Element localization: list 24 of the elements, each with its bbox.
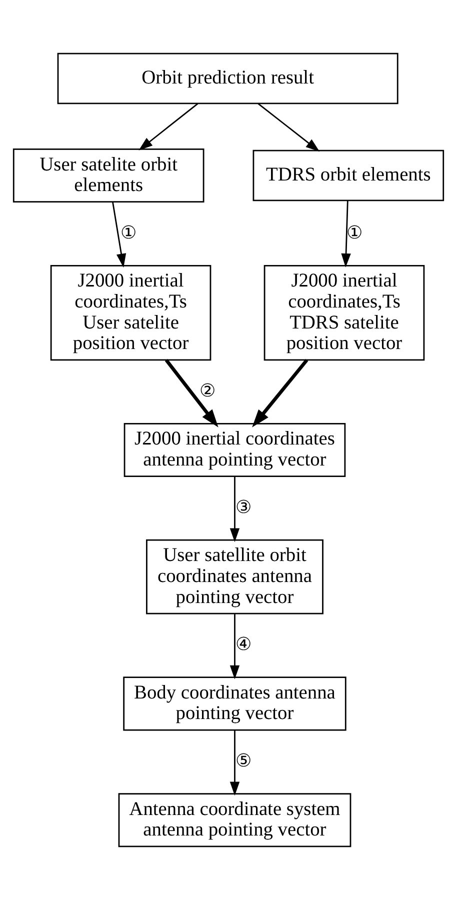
node-box: Body coordinates antenna pointing vector xyxy=(123,676,346,730)
node-box: J2000 inertial coordinates antenna pointing vector xyxy=(124,422,346,477)
node-box: J2000 inertial coordinates,Ts TDRS satelite position vector xyxy=(264,264,425,360)
arrow xyxy=(258,102,320,152)
arrow xyxy=(230,614,240,679)
node-box: TDRS orbit elements xyxy=(252,149,444,201)
arrow xyxy=(230,730,240,796)
arrow xyxy=(252,358,308,427)
edge-label: ③ xyxy=(236,496,252,516)
arrow xyxy=(230,476,240,542)
node-box: J2000 inertial coordinates,Ts User satelite position vector xyxy=(50,264,212,360)
edge-label: ⑤ xyxy=(236,750,252,770)
arrow xyxy=(341,200,351,267)
node-box: Orbit prediction result xyxy=(57,52,398,104)
arrow xyxy=(112,202,126,268)
node-box: User satelite orbit elements xyxy=(12,148,204,202)
node-box: Antenna coordinate system antenna pointing vector xyxy=(118,792,352,847)
edge-label: ④ xyxy=(236,634,252,654)
arrow xyxy=(138,102,198,150)
edge-label: ① xyxy=(120,222,137,242)
edge-label: ① xyxy=(346,222,363,242)
edge-label: ② xyxy=(200,380,216,400)
arrow xyxy=(164,358,218,427)
node-box: User satellite orbit coordinates antenna pointing vector xyxy=(146,538,324,614)
